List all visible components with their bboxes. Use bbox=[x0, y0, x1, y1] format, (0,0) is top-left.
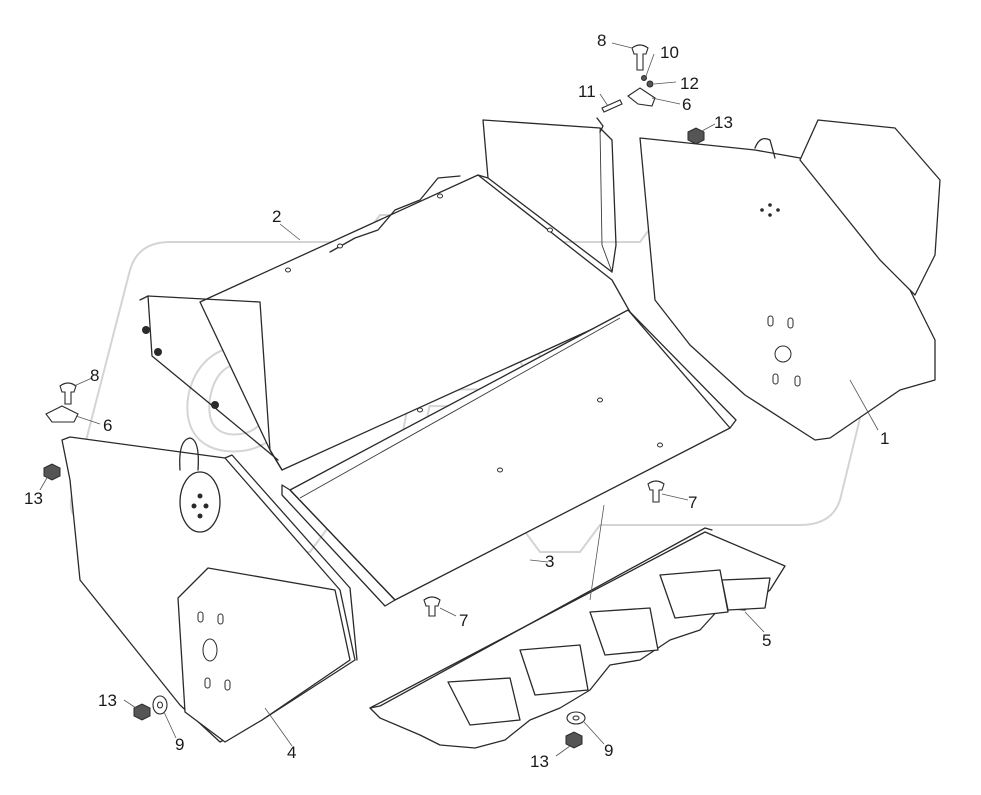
hole bbox=[417, 407, 423, 413]
carriage-bolt-8-top bbox=[631, 44, 649, 71]
carriage-bolt-7-left bbox=[423, 596, 441, 617]
callout-6-top: 6 bbox=[682, 95, 691, 114]
slot bbox=[204, 677, 211, 689]
carriage-bolt-8-left bbox=[59, 382, 77, 405]
slot bbox=[197, 611, 204, 623]
part-1-right-side-panel bbox=[639, 119, 941, 441]
hole bbox=[437, 193, 443, 199]
pin-11 bbox=[601, 99, 623, 113]
callout-4: 4 bbox=[287, 743, 296, 762]
callout-6-left: 6 bbox=[103, 416, 112, 435]
hole bbox=[285, 267, 291, 273]
hole bbox=[497, 467, 503, 473]
mount-dot bbox=[776, 208, 780, 212]
callout-13-top: 13 bbox=[714, 113, 733, 132]
rivet-dot bbox=[154, 348, 162, 356]
hinge-bracket-6-top bbox=[627, 87, 656, 107]
slot bbox=[794, 375, 801, 387]
hole bbox=[337, 243, 343, 249]
callout-10: 10 bbox=[660, 43, 679, 62]
slot bbox=[772, 373, 779, 385]
callout-7-left: 7 bbox=[459, 611, 468, 630]
callout-9-right: 9 bbox=[604, 741, 613, 760]
carriage-bolt-7-right bbox=[647, 480, 665, 503]
disc-flange bbox=[179, 471, 221, 533]
mount-dot bbox=[197, 513, 203, 519]
part-4-left-side-panel bbox=[61, 436, 358, 743]
hinge-bracket-6-left bbox=[45, 405, 79, 423]
callout-12: 12 bbox=[680, 74, 699, 93]
round-hole bbox=[774, 345, 792, 363]
hinge-tab bbox=[596, 117, 604, 133]
mount-dot bbox=[197, 493, 203, 499]
rivet-dot bbox=[211, 401, 219, 409]
callout-7-right: 7 bbox=[688, 493, 697, 512]
slot bbox=[217, 613, 224, 625]
mount-dot bbox=[191, 503, 197, 509]
hole bbox=[597, 397, 603, 403]
part-5-toothed-plate bbox=[369, 527, 786, 749]
leader-lines bbox=[39, 42, 879, 757]
callout-8-left: 8 bbox=[90, 366, 99, 385]
nut-13-top bbox=[687, 127, 705, 145]
nut-13-left bbox=[43, 463, 61, 481]
slot bbox=[224, 679, 231, 691]
pin-10 bbox=[641, 75, 647, 81]
round-hole bbox=[202, 638, 218, 662]
lifting-handle bbox=[179, 437, 199, 471]
callout-1: 1 bbox=[880, 429, 889, 448]
hole bbox=[547, 227, 553, 233]
callout-3: 3 bbox=[545, 552, 554, 571]
callout-8-top: 8 bbox=[597, 31, 606, 50]
nut-13-bottom-right bbox=[565, 731, 583, 749]
mount-dot bbox=[203, 503, 209, 509]
callouts: 1 2 3 4 5 6 6 7 7 8 8 9 9 10 11 12 13 13… bbox=[24, 31, 889, 771]
callout-9-left: 9 bbox=[175, 735, 184, 754]
part-3-lower-panel bbox=[281, 309, 737, 607]
callout-2: 2 bbox=[272, 207, 281, 226]
lifting-handle bbox=[754, 137, 776, 159]
slot bbox=[787, 317, 794, 329]
mount-dot bbox=[768, 203, 772, 207]
washer-12 bbox=[646, 80, 654, 88]
callout-13-left: 13 bbox=[24, 489, 43, 508]
washer-hole bbox=[572, 715, 580, 721]
callout-11: 11 bbox=[578, 82, 596, 101]
mount-dot bbox=[768, 213, 772, 217]
washer-hole bbox=[157, 701, 163, 709]
callout-13-bottom-right: 13 bbox=[530, 752, 549, 771]
callout-5: 5 bbox=[762, 631, 771, 650]
rivet-dot bbox=[142, 326, 150, 334]
mount-dot bbox=[760, 208, 764, 212]
callout-13-bottom-left: 13 bbox=[98, 691, 117, 710]
hole bbox=[657, 442, 663, 448]
slot bbox=[767, 315, 774, 327]
nut-13-bottom-left bbox=[133, 703, 151, 721]
